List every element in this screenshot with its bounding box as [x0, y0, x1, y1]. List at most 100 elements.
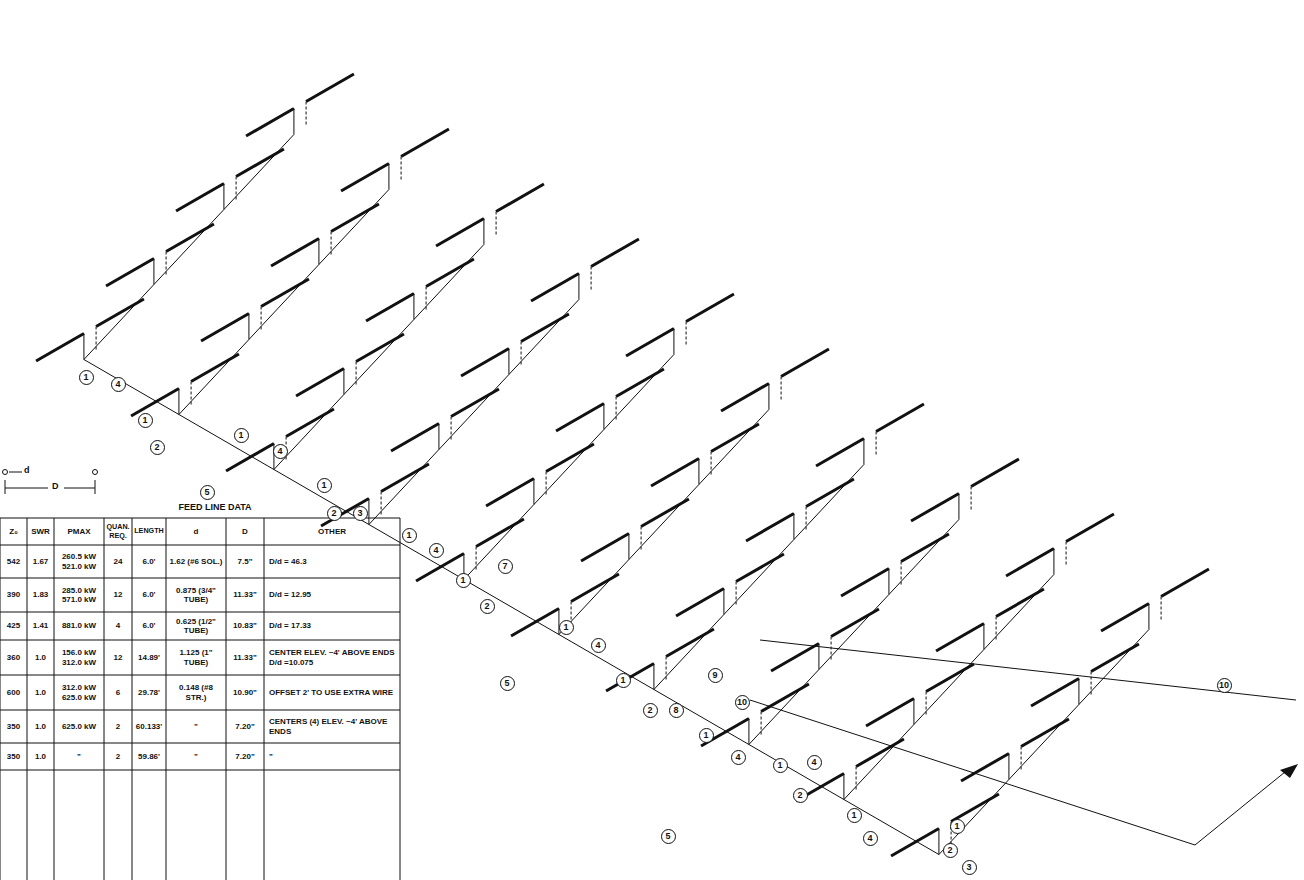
feed-drop — [698, 459, 699, 485]
feed-drop — [533, 479, 534, 505]
dipole-element — [591, 239, 639, 267]
dipole-element — [176, 184, 224, 212]
table-cell: 6.0' — [133, 546, 165, 577]
feed-drop — [971, 487, 972, 511]
cell-text: Z₀ — [9, 527, 18, 536]
table-cell: D/d = 12.95 — [265, 579, 399, 611]
cell-text: LENGTH — [134, 527, 164, 535]
callout-number: 2 — [480, 599, 495, 614]
feed-drop — [343, 369, 344, 395]
cell-text: 425 — [7, 621, 20, 630]
feed-drop — [1078, 679, 1079, 705]
dipole-element — [1066, 514, 1114, 542]
table-cell: 14.89' — [133, 641, 165, 674]
table-rule — [0, 710, 400, 711]
table-header-cell: PMAX — [55, 519, 103, 544]
table-title: FEED LINE DATA — [177, 502, 252, 512]
table-rule — [166, 518, 167, 880]
table-cell: 0.148 (#8 STR.) — [167, 676, 225, 709]
cell-text: 2 — [116, 722, 120, 731]
table-cell: 542 — [1, 546, 26, 577]
callout-number: 4 — [591, 638, 606, 653]
feed-drop — [293, 109, 294, 135]
table-cell: 4 — [105, 613, 131, 639]
feed-drop — [876, 432, 877, 456]
table-cell: 29.78' — [133, 676, 165, 709]
callout-number: 10 — [1217, 678, 1232, 693]
feed-drop — [483, 219, 484, 245]
dipole-element — [461, 349, 509, 377]
cell-text: CENTERS (4) ELEV. ~4' ABOVE ENDS — [269, 717, 397, 735]
table-cell: 2 — [105, 711, 131, 742]
dimension-tick — [5, 480, 6, 494]
table-rule — [400, 518, 401, 880]
feed-drop — [913, 699, 914, 725]
cell-text: 29.78' — [138, 688, 160, 697]
callout-number: 2 — [327, 506, 342, 521]
feed-drop — [318, 239, 319, 265]
cell-text: 1.41 — [33, 621, 49, 630]
cell-text: 12 — [114, 653, 123, 662]
feed-drop — [83, 334, 84, 360]
table-cell: 1.0 — [28, 744, 53, 769]
cell-text: " — [77, 752, 81, 761]
dipole-element — [496, 184, 544, 212]
cell-text: 14.89' — [138, 653, 160, 662]
table-cell: " — [55, 744, 103, 769]
feed-drop — [153, 259, 154, 285]
callout-number: 1 — [456, 573, 471, 588]
dimension-line — [5, 488, 48, 489]
table-cell: 1.0 — [28, 711, 53, 742]
feed-line — [369, 525, 464, 580]
feed-drop — [1066, 542, 1067, 566]
dipole-element — [556, 404, 604, 432]
table-cell: 6.0' — [133, 613, 165, 639]
table-cell: 312.0 kW 625.0 kW — [55, 676, 103, 709]
feed-drop — [628, 534, 629, 560]
table-cell: 0.625 (1/2" TUBE) — [167, 613, 225, 639]
table-cell: 1.125 (1" TUBE) — [167, 641, 225, 674]
feed-drop — [958, 494, 959, 520]
cell-text: 260.5 kW 521.0 kW — [57, 552, 101, 570]
cell-text: 350 — [7, 722, 20, 731]
feed-drop — [863, 439, 864, 465]
table-cell: 1.41 — [28, 613, 53, 639]
cell-text: 59.86' — [138, 752, 160, 761]
feed-drop — [388, 164, 389, 190]
callout-number: 5 — [200, 485, 215, 500]
cell-text: 1.0 — [35, 752, 46, 761]
callout-number: 1 — [402, 528, 417, 543]
cell-text: 1.0 — [35, 722, 46, 731]
feed-drop — [401, 157, 402, 181]
feed-drop — [603, 404, 604, 430]
cell-text: 6.0' — [142, 590, 155, 599]
table-cell: 390 — [1, 579, 26, 611]
table-header-cell: LENGTH — [133, 519, 165, 544]
cell-text: " — [194, 752, 198, 761]
table-rule — [0, 743, 400, 744]
cell-text: CENTER ELEV. ~4' ABOVE ENDS D/d =10.075 — [269, 648, 397, 666]
feed-drop — [248, 314, 249, 340]
dipole-element — [816, 439, 864, 467]
feed-drop — [508, 349, 509, 375]
feed-drop — [781, 377, 782, 401]
feed-line — [654, 690, 749, 745]
table-cell: 1.83 — [28, 579, 53, 611]
callout-number: 4 — [111, 377, 126, 392]
callout-number: 4 — [863, 831, 878, 846]
table-cell: 1.0 — [28, 641, 53, 674]
table-cell: 2 — [105, 744, 131, 769]
feed-drop — [748, 719, 749, 745]
callout-number: 1 — [773, 758, 788, 773]
table-cell: 881.0 kW — [55, 613, 103, 639]
cell-text: D/d = 46.3 — [269, 557, 307, 566]
dipole-element — [841, 569, 889, 597]
dipole-element — [676, 589, 724, 617]
cell-text: 12 — [114, 590, 123, 599]
feed-drop — [843, 774, 844, 800]
table-cell: CENTER ELEV. ~4' ABOVE ENDS D/d =10.075 — [265, 641, 399, 674]
cell-text: 285.0 kW 571.0 kW — [57, 586, 101, 604]
callout-number: 1 — [138, 413, 153, 428]
table-rule — [0, 518, 1, 880]
